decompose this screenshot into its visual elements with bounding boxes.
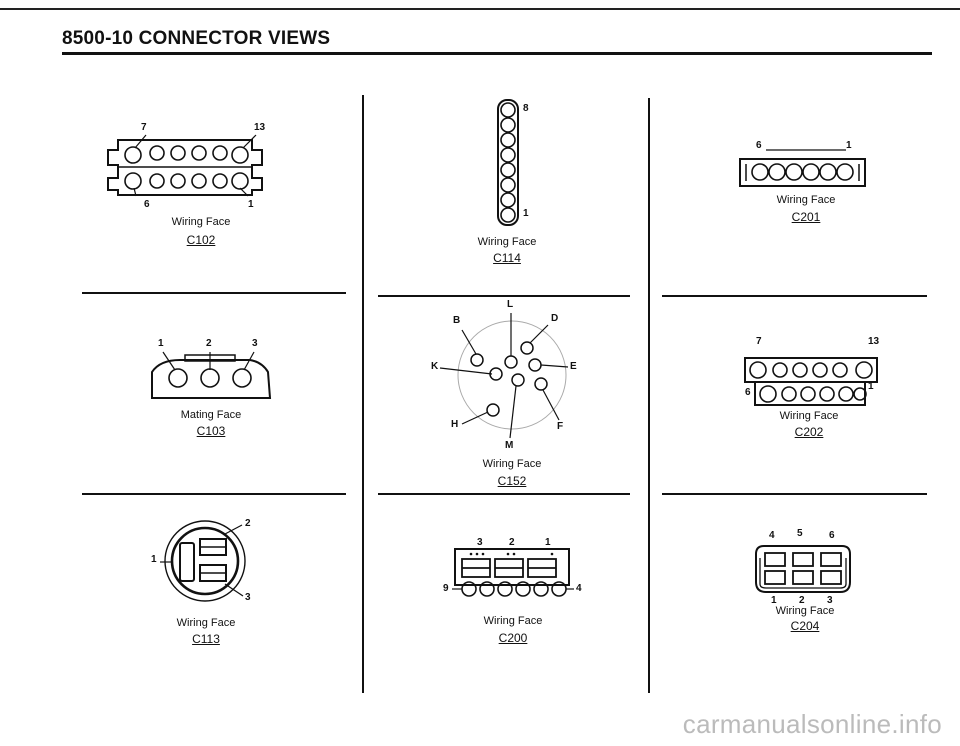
c103-code: C103 [196,424,226,438]
c204-pin-label: 1 [771,595,777,606]
c152-caption: Wiring Face [482,458,542,470]
c114-code: C114 [493,251,521,265]
c200-pin-label: 4 [576,583,582,594]
c152-code: C152 [497,474,527,488]
top-rule [0,8,960,10]
c152-pin-label: D [551,313,559,324]
c113-pin-label: 1 [151,554,157,565]
c201-code: C201 [791,210,821,224]
c114-caption: Wiring Face [477,236,537,248]
c152-pin-label: B [453,315,461,326]
c103-caption: Mating Face [180,409,242,421]
c103-pin-label: 1 [158,338,164,349]
c152-pin-label: K [431,361,439,372]
c103-pin-label: 3 [252,338,258,349]
c113-pin-label: 3 [245,592,251,603]
c204-code: C204 [790,619,820,633]
c200-code: C200 [498,631,528,645]
c152-pin-label: F [557,421,564,432]
c202-pin-label: 7 [756,336,762,347]
c102-caption: Wiring Face [171,216,231,228]
row-divider-2b [378,493,630,495]
c114-pin-label: 8 [523,103,529,114]
c152-pin-label: M [505,440,514,451]
c102-pin-label: 7 [141,122,147,133]
c102-code: C102 [186,233,216,247]
c102-pin-label: 1 [248,199,254,210]
column-divider-left [362,95,364,693]
row-divider-2c [662,493,927,495]
c102-pin-label: 6 [144,199,150,210]
row-divider-2a [82,493,346,495]
c152-pin-label: H [451,419,459,430]
c152-pin-label: L [507,299,514,310]
c204-pin-label: 5 [797,528,803,539]
c202-code: C202 [794,425,824,439]
row-divider-1c [662,295,927,297]
row-divider-1a [82,292,346,294]
c102-pin-label: 13 [254,122,266,133]
c114-pin-label: 1 [523,208,529,219]
row-divider-1b [378,295,630,297]
c103-pin-label: 2 [206,338,212,349]
c201-pin-label: 6 [756,140,762,151]
c201-pin-label: 1 [846,140,852,151]
c202-pin-label: 1 [868,381,874,392]
c204-pin-label: 2 [799,595,805,606]
c202-pin-label: 13 [868,336,880,347]
c113-code: C113 [192,632,220,646]
c204-pin-label: 4 [769,530,775,541]
c200-pin-label: 9 [443,583,449,594]
c204-pin-label: 6 [829,530,835,541]
page-title: 8500-10 CONNECTOR VIEWS [62,28,331,49]
c200-caption: Wiring Face [483,615,543,627]
c152-pin-label: E [570,361,577,372]
c202-caption: Wiring Face [779,410,839,422]
column-divider-right [648,98,650,693]
title-rule [62,52,932,55]
c200-pin-label: 1 [545,537,551,548]
c200-pin-label: 3 [477,537,483,548]
c204-caption: Wiring Face [775,605,835,617]
c204-pin-label: 3 [827,595,833,606]
c201-caption: Wiring Face [776,194,836,206]
c202-pin-label: 6 [745,387,751,398]
c200-pin-label: 2 [509,537,515,548]
c113-caption: Wiring Face [176,617,236,629]
c113-pin-label: 2 [245,518,251,529]
watermark: carmanualsonline.info [682,709,942,739]
